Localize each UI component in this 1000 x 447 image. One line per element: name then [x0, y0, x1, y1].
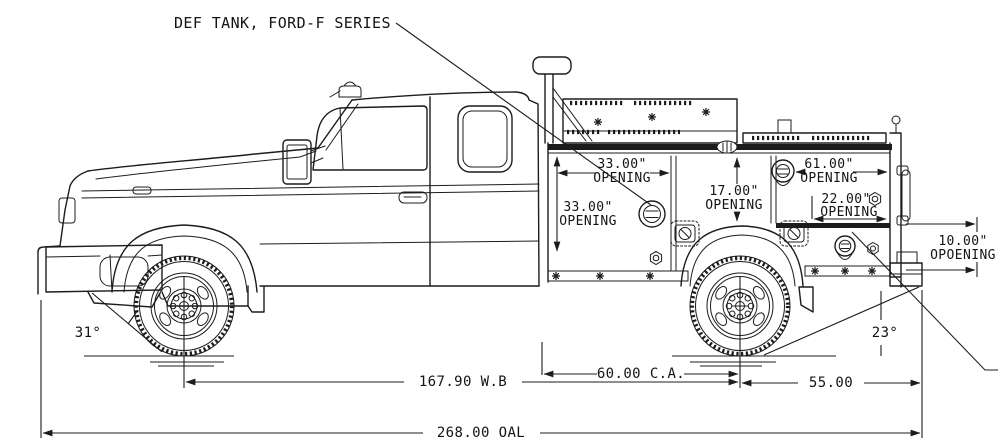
crossbox-lid — [562, 98, 738, 144]
dim-wheelbase: 167.90 W.B — [419, 374, 507, 390]
hood-line — [87, 147, 319, 172]
beltline — [81, 183, 540, 199]
dim-opening-33-top-value: 33.00" — [597, 157, 646, 172]
def-tank-leader-line — [395, 22, 652, 206]
rail-lamp-icon — [716, 140, 738, 154]
front-fender-arch — [123, 235, 248, 293]
rear-bumper — [889, 251, 923, 287]
dim-overall-length: 268.00 OAL — [437, 425, 525, 441]
bumper-crease — [45, 254, 163, 258]
hex-cap-center — [871, 195, 879, 203]
rear-compartment-band — [776, 223, 890, 228]
dim-cab-to-axle: 60.00 C.A. — [597, 366, 685, 382]
front-mud-flap — [247, 286, 265, 313]
window-vent-line — [339, 107, 344, 170]
front-air-dam — [87, 291, 161, 308]
bumper-front-face — [37, 245, 61, 295]
ground-lines — [84, 355, 836, 367]
body-rear-face — [889, 132, 902, 288]
dim-opening-10-word: OPOENING — [930, 248, 996, 263]
dim-departure-angle: 23° — [872, 325, 899, 341]
hex-cap2-icon — [867, 241, 879, 256]
compartment-divider-2 — [770, 155, 777, 224]
dim-opening-61-value: 61.00" — [804, 157, 853, 172]
truck-cab — [37, 81, 540, 313]
extension-lines — [40, 290, 923, 438]
hex-cap-icon — [868, 191, 882, 207]
dim-opening-22-value: 22.00" — [821, 192, 870, 207]
dim-opening-22-word: OPENING — [820, 205, 878, 220]
dim-opening-10-value: 10.00" — [938, 234, 987, 249]
rear-fender-flare — [680, 225, 804, 287]
rear-lid — [742, 132, 887, 144]
headlight — [58, 197, 76, 224]
left-bottom-flange — [547, 270, 689, 282]
wheel-centerlines — [183, 276, 741, 388]
side-mirror — [282, 139, 326, 185]
approach-angle-tick — [127, 309, 139, 325]
lid-tab — [777, 119, 792, 134]
dim-opening-33-left-word: OPENING — [559, 214, 617, 229]
def-tank-cap-icon — [638, 200, 666, 228]
quarter-window-inner — [462, 110, 508, 168]
hex-cap3-center — [652, 254, 660, 262]
dim-approach-angle: 31° — [75, 325, 102, 341]
departure-angle-line — [763, 286, 920, 356]
rear-knob — [891, 115, 901, 125]
hood-inner-line — [95, 150, 317, 180]
quarter-window — [457, 105, 513, 173]
hex-cap2-center — [870, 245, 876, 252]
fender-marker-light — [132, 186, 152, 195]
dim-opening-17-word: OPENING — [705, 198, 763, 213]
rear-grab-handle — [896, 165, 911, 226]
dim-opening-61-word: OPENING — [800, 171, 858, 186]
dim-opening-33-top-word: OPENING — [593, 171, 651, 186]
grille-edge — [59, 170, 89, 247]
fender-edge — [109, 254, 113, 293]
approach-angle-line — [91, 292, 163, 353]
front-door-window — [312, 105, 428, 171]
dim-rear-overhang: 55.00 — [809, 375, 853, 391]
front-fender-flare — [111, 224, 258, 293]
rear-leader-line — [851, 231, 998, 371]
dim-opening-33-left-value: 33.00" — [563, 200, 612, 215]
roof-line — [351, 91, 540, 287]
def-tank-callout: DEF TANK, FORD-F SERIES — [174, 14, 391, 32]
service-body — [532, 56, 923, 313]
door-handle — [398, 191, 428, 204]
latch-icon — [670, 220, 700, 247]
compartment-divider-1 — [670, 155, 677, 272]
fuel-cap-icon — [771, 159, 795, 186]
dimension-lines — [40, 22, 998, 438]
rear-fender-arch — [689, 234, 796, 287]
dim-opening-17-value: 17.00" — [709, 184, 758, 199]
a-pillar-inner — [325, 103, 359, 151]
latch2-icon — [779, 220, 809, 247]
door-crease — [259, 240, 540, 245]
spotlight-mast — [532, 56, 593, 144]
rear-mud-flap — [798, 286, 814, 313]
fuel-cap-lower-icon — [834, 235, 856, 260]
hex-cap3-icon — [649, 250, 663, 266]
roof-beacon-icon — [329, 81, 362, 98]
